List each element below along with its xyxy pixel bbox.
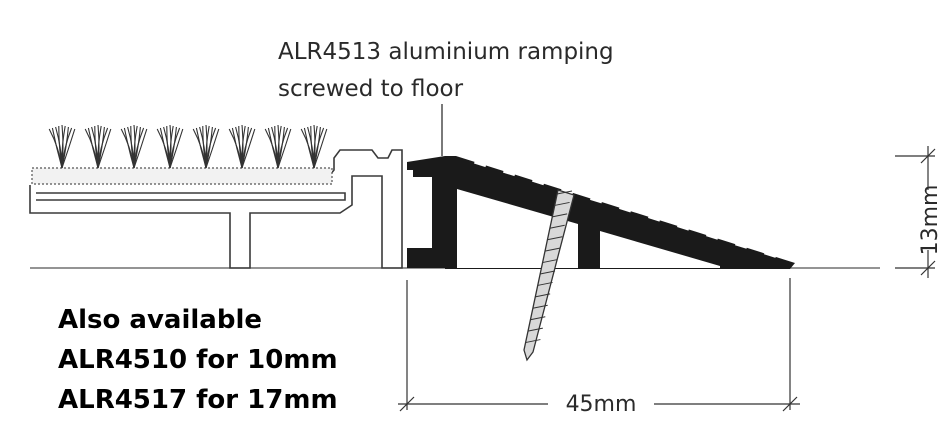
fixing-screw [523,189,575,362]
height-label: 13mm [918,185,943,256]
callout-line-1: ALR4513 aluminium ramping [278,39,614,65]
availability-note: Also available ALR4510 for 10mm ALR4517 … [58,300,338,420]
availability-item: ALR4517 for 17mm [58,385,338,415]
height-dimension [895,146,936,278]
mat-bristles [48,124,328,169]
width-dimension [398,278,800,412]
width-label: 45mm [566,392,637,417]
availability-item: ALR4510 for 10mm [58,345,338,375]
availability-heading: Also available [58,305,262,335]
ramp-callout: ALR4513 aluminium ramping screwed to flo… [278,34,614,108]
aluminium-ramp [407,156,795,269]
callout-line-2: screwed to floor [278,76,464,102]
mat-backing [31,167,333,185]
mat-well-frame [29,149,403,269]
